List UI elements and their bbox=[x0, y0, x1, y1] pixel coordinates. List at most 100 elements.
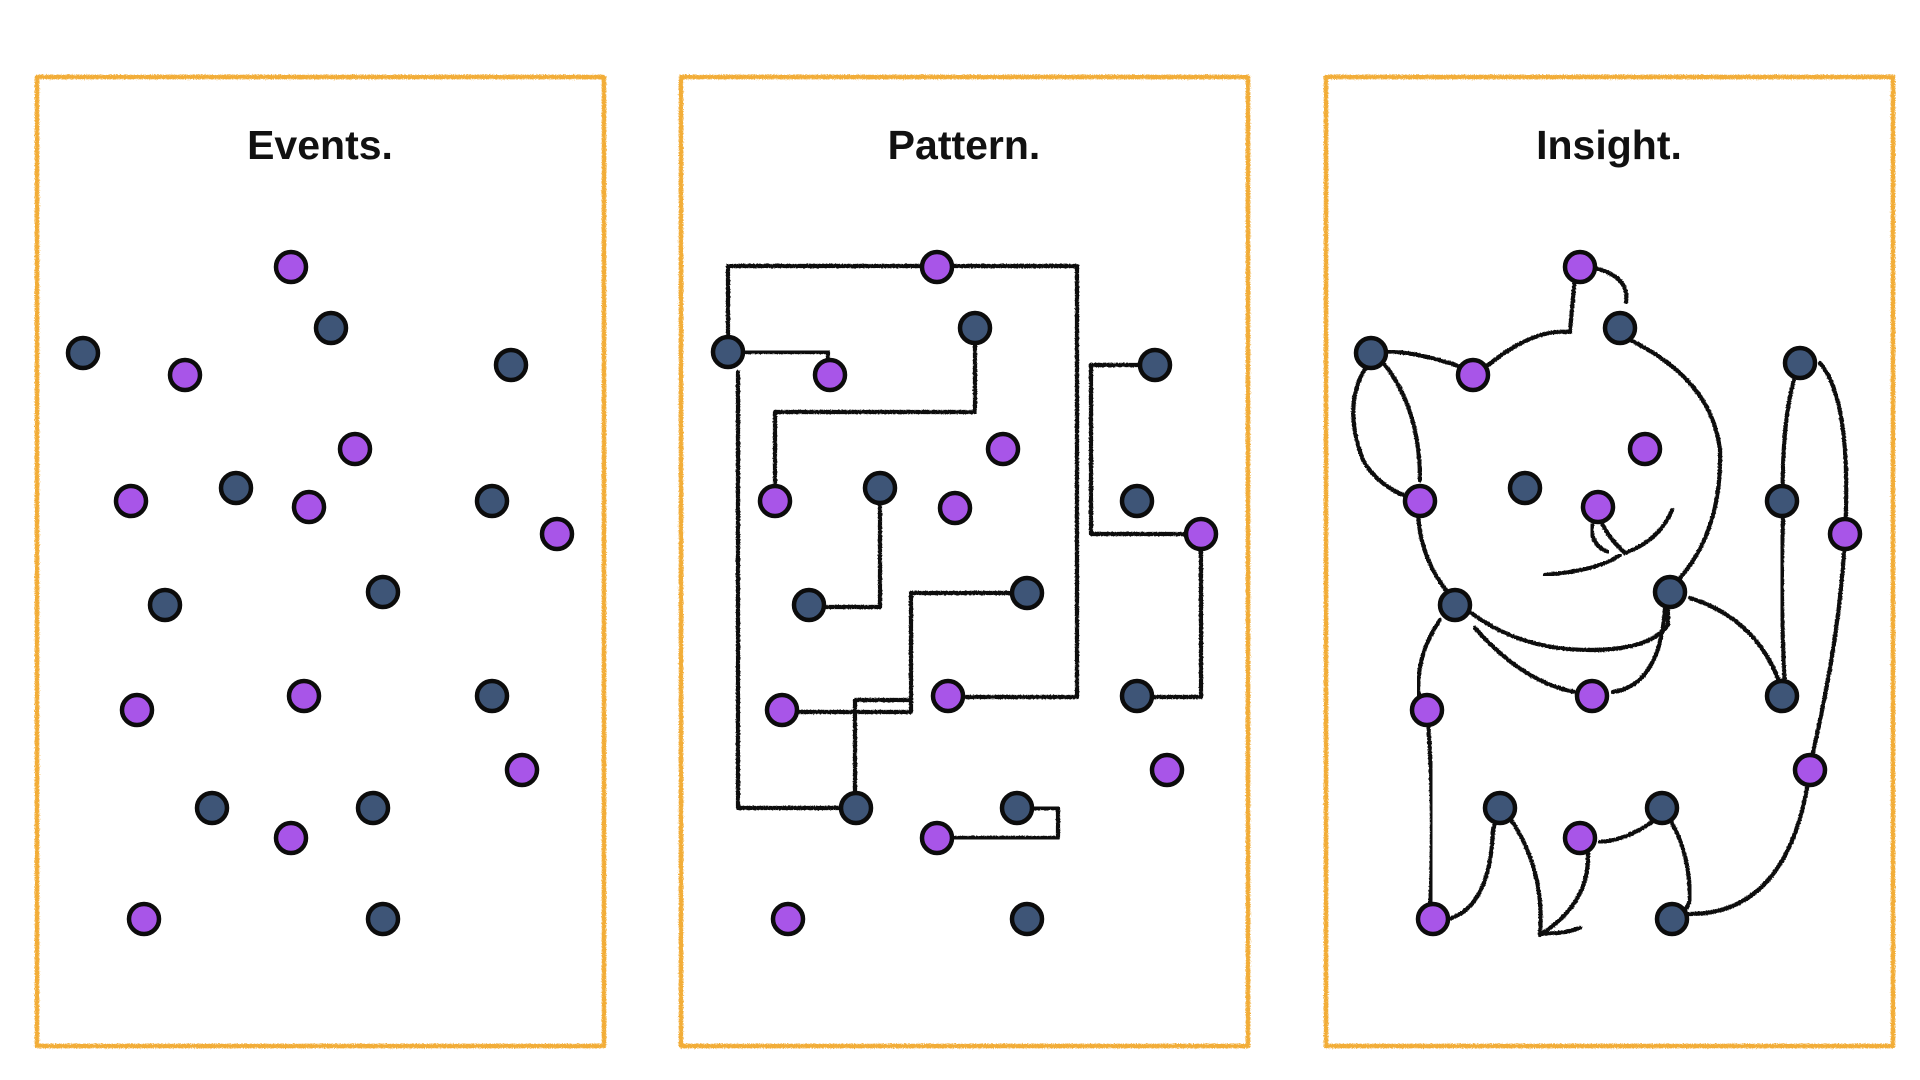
event-dot-purple bbox=[126, 901, 162, 937]
event-dot-navy bbox=[1764, 678, 1800, 714]
event-dot-navy bbox=[862, 470, 898, 506]
cat-back bbox=[1687, 595, 1785, 693]
event-dot-navy bbox=[313, 310, 349, 346]
event-dot-navy bbox=[1353, 335, 1389, 371]
event-dot-purple bbox=[1402, 483, 1438, 519]
event-dot-purple bbox=[1580, 489, 1616, 525]
event-dot-navy bbox=[474, 678, 510, 714]
event-dot-navy bbox=[493, 347, 529, 383]
event-dot-navy bbox=[194, 790, 230, 826]
panel-pattern-frame bbox=[678, 74, 1251, 1049]
event-dot-navy bbox=[474, 483, 510, 519]
cat-front-leg bbox=[1442, 802, 1503, 923]
cat-left-ear bbox=[1382, 362, 1423, 483]
cat-collar bbox=[1610, 605, 1668, 695]
cat-outline bbox=[1351, 264, 1849, 938]
panel-insight-title: Insight. bbox=[1536, 122, 1682, 168]
event-dot-purple bbox=[273, 820, 309, 856]
connector-line bbox=[1088, 362, 1204, 700]
cat-mouth bbox=[1589, 522, 1611, 555]
event-dot-navy bbox=[1654, 901, 1690, 937]
event-dot-navy bbox=[1644, 790, 1680, 826]
panel-insight: Insight. bbox=[1323, 74, 1896, 1049]
event-dot-purple bbox=[1562, 249, 1598, 285]
cat-left-ear bbox=[1351, 357, 1421, 503]
panel-pattern-connectors bbox=[725, 263, 1204, 922]
event-dot-navy bbox=[957, 310, 993, 346]
panel-events-dots bbox=[65, 249, 575, 937]
event-dot-purple bbox=[764, 692, 800, 728]
cat-tail bbox=[1779, 359, 1803, 693]
event-dot-navy bbox=[1482, 790, 1518, 826]
event-dot-navy bbox=[1009, 901, 1045, 937]
panel-insight-dots bbox=[1353, 249, 1863, 937]
event-dot-navy bbox=[1119, 678, 1155, 714]
event-dot-purple bbox=[1627, 431, 1663, 467]
event-dot-purple bbox=[985, 431, 1021, 467]
connector-line bbox=[735, 369, 859, 811]
event-dot-navy bbox=[791, 587, 827, 623]
event-dot-purple bbox=[937, 490, 973, 526]
connector-line bbox=[725, 263, 1080, 700]
panel-events: Events. bbox=[34, 74, 607, 1049]
event-dot-purple bbox=[1574, 678, 1610, 714]
event-dot-purple bbox=[167, 357, 203, 393]
event-dot-purple bbox=[919, 820, 955, 856]
cat-mouth bbox=[1597, 507, 1675, 556]
event-dot-navy bbox=[1009, 575, 1045, 611]
event-dot-navy bbox=[355, 790, 391, 826]
event-dot-purple bbox=[1562, 820, 1598, 856]
event-dot-purple bbox=[757, 483, 793, 519]
cat-head-right bbox=[1627, 337, 1723, 581]
cat-front-leg bbox=[1507, 815, 1583, 936]
connector-line bbox=[772, 325, 978, 504]
event-dot-navy bbox=[147, 587, 183, 623]
event-dot-navy bbox=[1782, 345, 1818, 381]
event-dot-purple bbox=[1792, 752, 1828, 788]
connector-line bbox=[806, 485, 883, 610]
event-dot-navy bbox=[365, 574, 401, 610]
cat-collar bbox=[1467, 597, 1671, 653]
event-dot-purple bbox=[273, 249, 309, 285]
event-dot-navy bbox=[838, 790, 874, 826]
event-dot-navy bbox=[65, 335, 101, 371]
panel-pattern: Pattern. bbox=[678, 74, 1251, 1049]
event-dot-purple bbox=[291, 489, 327, 525]
connector-line bbox=[779, 590, 1030, 715]
event-dot-purple bbox=[1183, 516, 1219, 552]
cat-front-leg bbox=[1424, 707, 1435, 918]
event-dot-navy bbox=[1602, 310, 1638, 346]
event-dot-purple bbox=[337, 431, 373, 467]
panel-pattern-title: Pattern. bbox=[888, 122, 1041, 168]
cat-hind-leg bbox=[1685, 767, 1813, 917]
panel-events-title: Events. bbox=[247, 122, 393, 168]
event-dot-purple bbox=[1415, 901, 1451, 937]
event-dot-navy bbox=[999, 790, 1035, 826]
event-dot-purple bbox=[812, 357, 848, 393]
event-dot-purple bbox=[1409, 692, 1445, 728]
event-dot-purple bbox=[1149, 752, 1185, 788]
event-dot-purple bbox=[286, 678, 322, 714]
cat-mouth bbox=[1542, 552, 1623, 578]
event-dot-purple bbox=[119, 692, 155, 728]
event-dot-purple bbox=[113, 483, 149, 519]
event-dot-purple bbox=[539, 516, 575, 552]
event-dot-navy bbox=[1137, 347, 1173, 383]
event-dot-navy bbox=[1507, 470, 1543, 506]
event-dot-purple bbox=[504, 752, 540, 788]
event-dot-navy bbox=[1119, 483, 1155, 519]
connector-line bbox=[852, 697, 914, 811]
event-dot-navy bbox=[1652, 574, 1688, 610]
event-dot-navy bbox=[218, 470, 254, 506]
event-dot-purple bbox=[1455, 357, 1491, 393]
event-dot-purple bbox=[770, 901, 806, 937]
event-dot-navy bbox=[710, 334, 746, 370]
connector-line bbox=[934, 805, 1061, 841]
cat-head-top bbox=[1477, 272, 1578, 375]
event-dot-navy bbox=[1437, 587, 1473, 623]
event-dot-purple bbox=[919, 249, 955, 285]
panel-pattern-dots bbox=[710, 249, 1219, 937]
event-dot-purple bbox=[1827, 516, 1863, 552]
cat-hind-leg bbox=[1537, 840, 1591, 938]
